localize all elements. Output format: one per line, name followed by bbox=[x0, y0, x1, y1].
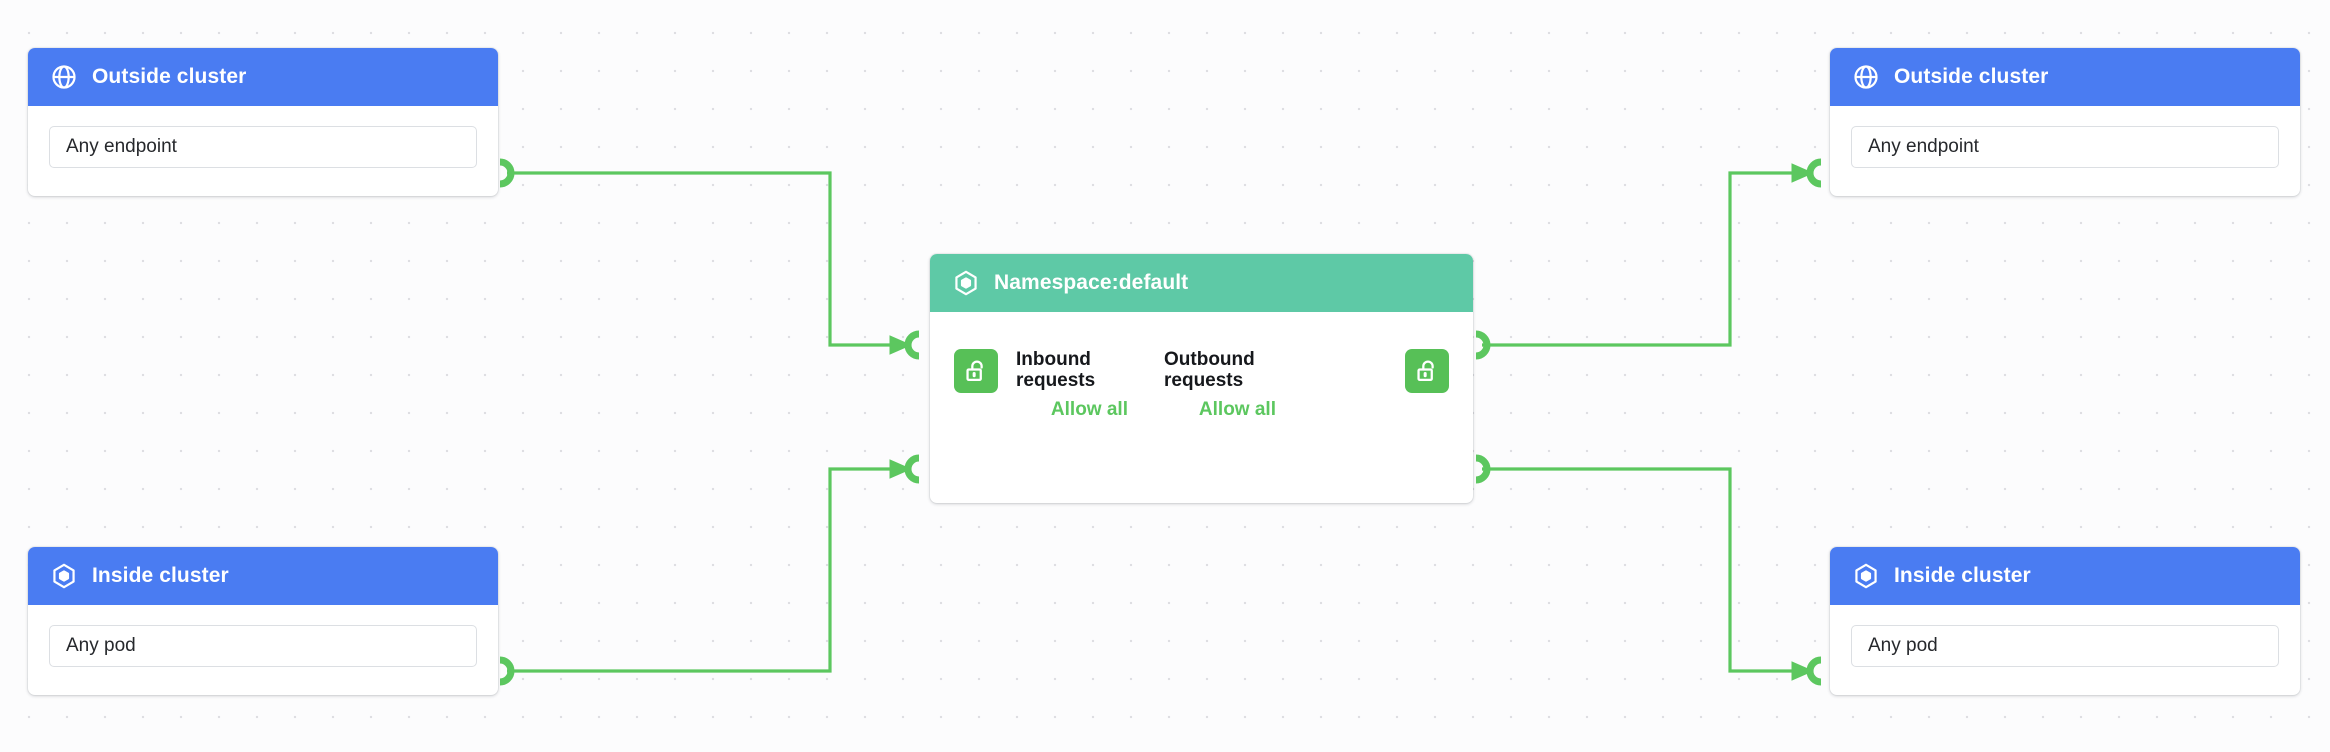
port-namespace-in-1 bbox=[904, 330, 920, 360]
edge-namespace-to-inside bbox=[1482, 467, 1814, 681]
edge-inside-to-namespace bbox=[507, 459, 912, 673]
port-namespace-in-2 bbox=[904, 454, 920, 484]
port-outside-target bbox=[1806, 158, 1822, 188]
kubernetes-hexagon-icon bbox=[50, 562, 78, 590]
port-outside-source bbox=[499, 158, 515, 188]
pod-selector[interactable]: Any pod bbox=[1851, 625, 2279, 667]
node-source-outside-cluster[interactable]: Outside cluster Any endpoint bbox=[28, 48, 498, 196]
kubernetes-hexagon-icon bbox=[1852, 562, 1880, 590]
endpoint-value: Any endpoint bbox=[1868, 136, 1979, 157]
inbound-rule: Inbound requests Allow all bbox=[1016, 349, 1128, 421]
node-header: Outside cluster bbox=[28, 48, 498, 106]
endpoint-selector[interactable]: Any endpoint bbox=[1851, 126, 2279, 168]
port-inside-target bbox=[1806, 656, 1822, 686]
outbound-rule: Outbound requests Allow all bbox=[1164, 349, 1276, 421]
pod-value: Any pod bbox=[1868, 635, 1938, 656]
node-header: Inside cluster bbox=[28, 547, 498, 605]
node-title: Inside cluster bbox=[92, 564, 229, 587]
edge-namespace-to-outside bbox=[1482, 163, 1814, 347]
kubernetes-hexagon-icon bbox=[952, 269, 980, 297]
pod-value: Any pod bbox=[66, 635, 136, 656]
unlocked-padlock-icon-inbound[interactable] bbox=[954, 349, 998, 393]
namespace-rules: Inbound requests Allow all Outbound requ… bbox=[930, 349, 1473, 421]
globe-icon bbox=[1852, 63, 1880, 91]
endpoint-value: Any endpoint bbox=[66, 136, 177, 157]
inbound-policy-value[interactable]: Allow all bbox=[1050, 398, 1128, 420]
endpoint-selector[interactable]: Any endpoint bbox=[49, 126, 477, 168]
node-target-inside-cluster[interactable]: Inside cluster Any pod bbox=[1830, 547, 2300, 695]
node-title: Namespace:default bbox=[994, 271, 1189, 294]
node-namespace-default[interactable]: Namespace:default Inbound requests Allow… bbox=[930, 254, 1473, 503]
node-body: Any endpoint bbox=[1830, 106, 2300, 196]
node-body: Any endpoint bbox=[28, 106, 498, 196]
node-title: Outside cluster bbox=[92, 65, 247, 88]
node-body: Any pod bbox=[28, 605, 498, 695]
outbound-policy-value[interactable]: Allow all bbox=[1198, 398, 1276, 420]
outbound-label: Outbound requests bbox=[1164, 349, 1255, 392]
globe-icon bbox=[50, 63, 78, 91]
node-header: Namespace:default bbox=[930, 254, 1473, 312]
node-source-inside-cluster[interactable]: Inside cluster Any pod bbox=[28, 547, 498, 695]
port-namespace-out-1 bbox=[1475, 330, 1491, 360]
pod-selector[interactable]: Any pod bbox=[49, 625, 477, 667]
inbound-label: Inbound requests bbox=[1016, 349, 1096, 392]
node-title: Inside cluster bbox=[1894, 564, 2031, 587]
unlocked-padlock-icon-outbound[interactable] bbox=[1405, 349, 1449, 393]
port-namespace-out-2 bbox=[1475, 454, 1491, 484]
node-body: Any pod bbox=[1830, 605, 2300, 695]
node-title: Outside cluster bbox=[1894, 65, 2049, 88]
node-header: Outside cluster bbox=[1830, 48, 2300, 106]
node-target-outside-cluster[interactable]: Outside cluster Any endpoint bbox=[1830, 48, 2300, 196]
node-header: Inside cluster bbox=[1830, 547, 2300, 605]
edge-outside-to-namespace bbox=[507, 171, 912, 355]
node-body: Inbound requests Allow all Outbound requ… bbox=[930, 312, 1473, 503]
port-inside-source bbox=[499, 656, 515, 686]
